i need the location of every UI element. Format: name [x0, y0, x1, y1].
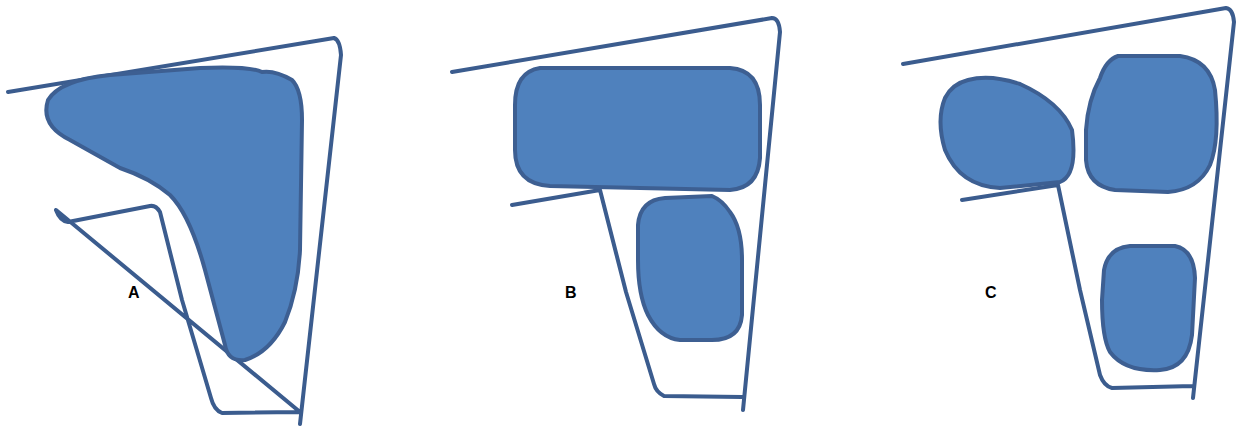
filled-region [1086, 56, 1217, 192]
region-outline [452, 18, 780, 410]
panel-label: A [128, 285, 140, 301]
filled-region [1102, 246, 1195, 370]
filled-region [515, 68, 760, 190]
filled-region [941, 78, 1074, 188]
region-outline [8, 38, 341, 424]
filled-region [46, 68, 302, 361]
filled-region [638, 196, 742, 340]
panel-label: C [985, 285, 997, 301]
region-outline [903, 8, 1234, 398]
panel-label: B [565, 285, 577, 301]
